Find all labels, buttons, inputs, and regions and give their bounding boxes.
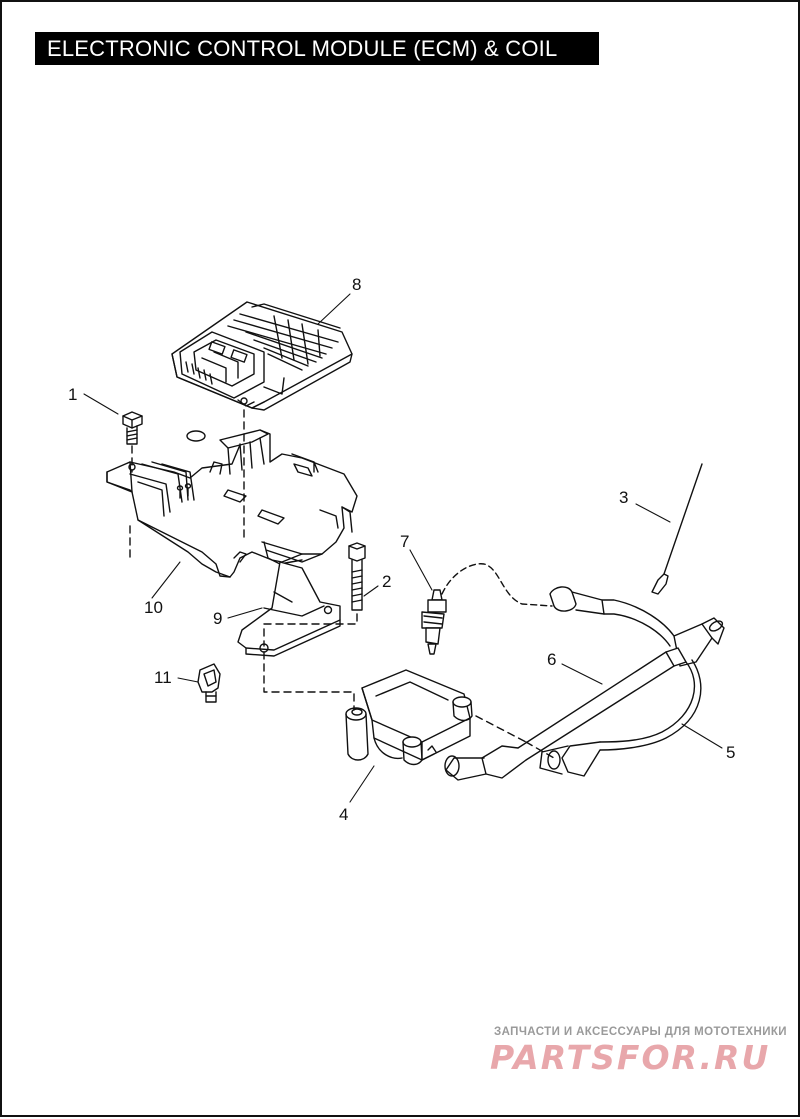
page-title: ELECTRONIC CONTROL MODULE (ECM) & COIL <box>35 32 599 65</box>
callout-11: 11 <box>154 668 172 687</box>
bolt-part <box>122 411 143 445</box>
callout-1: 1 <box>68 385 77 404</box>
spark-plug-wire-short <box>444 647 687 781</box>
callout-3: 3 <box>619 488 628 507</box>
spark-plug-wire-long <box>539 586 725 777</box>
assembly-guide-lines <box>129 409 555 759</box>
clip-fastener-part <box>197 663 221 703</box>
ecm-module-part <box>171 301 353 411</box>
callout-7: 7 <box>400 532 409 551</box>
long-bolt-part <box>348 542 366 611</box>
watermark-tagline: ЗАПЧАСТИ И АКСЕССУАРЫ ДЛЯ МОТОТЕХНИКИ <box>494 1026 787 1038</box>
callout-6: 6 <box>547 650 556 669</box>
bracket-part <box>106 429 358 578</box>
callout-2: 2 <box>382 572 391 591</box>
watermark-logo: PARTSFOR.RU <box>490 1038 771 1077</box>
sensor-part <box>421 563 553 655</box>
callout-5: 5 <box>726 743 735 762</box>
callout-10: 10 <box>144 598 163 617</box>
callout-8: 8 <box>352 275 361 294</box>
callout-labels: 1 2 3 4 5 6 7 8 9 10 11 <box>68 275 735 824</box>
ignition-coil-part <box>345 669 473 766</box>
callout-4: 4 <box>339 805 348 824</box>
callout-9: 9 <box>213 609 222 628</box>
leader-lines <box>83 293 723 803</box>
probe-wire-part <box>651 463 703 595</box>
coil-bracket-part <box>237 561 341 657</box>
